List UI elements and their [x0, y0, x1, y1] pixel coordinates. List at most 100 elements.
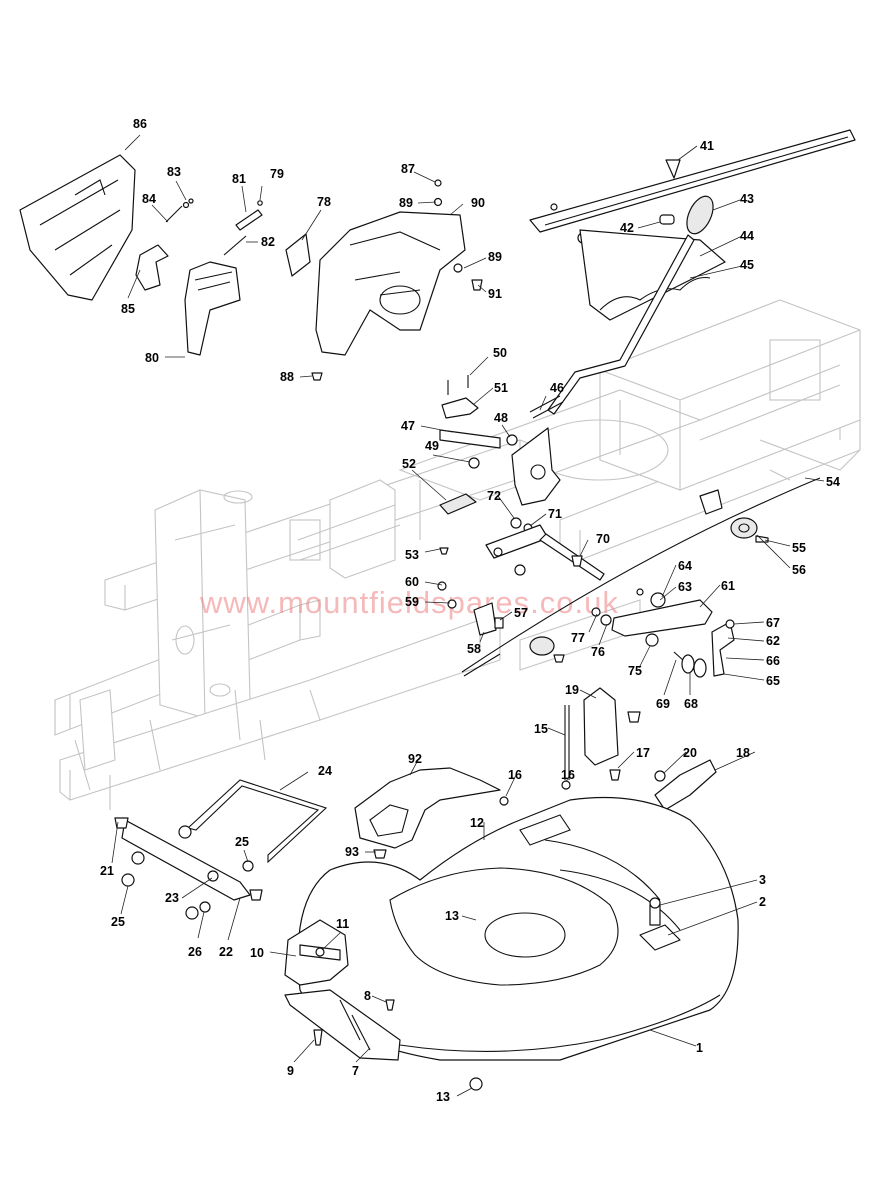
- part-19-bracket: [583, 687, 619, 766]
- callout-50: 50: [493, 346, 507, 360]
- callout-91: 91: [488, 287, 502, 301]
- callout-15: 15: [534, 722, 548, 736]
- part-pivot-bracket: [511, 427, 561, 506]
- callout-3: 3: [759, 873, 766, 887]
- callout-60: 60: [405, 575, 419, 589]
- callout-18: 18: [736, 746, 750, 760]
- callout-26: 26: [188, 945, 202, 959]
- part-24-u-rod: [186, 779, 328, 864]
- callout-83: 83: [167, 165, 181, 179]
- callout-57: 57: [514, 606, 528, 620]
- part-43-lever-knob: [686, 195, 714, 235]
- callout-72: 72: [487, 489, 501, 503]
- callout-82: 82: [261, 235, 275, 249]
- callout-labels: 86 83 84 81 79 82 85 80 78 87 89 90 89 9…: [100, 117, 840, 1104]
- callout-51: 51: [494, 381, 508, 395]
- callout-43: 43: [740, 192, 754, 206]
- watermark: www.mountfieldspares.co.uk: [199, 585, 619, 620]
- callout-22: 22: [219, 945, 233, 959]
- callout-90: 90: [471, 196, 485, 210]
- callout-13b: 13: [436, 1090, 450, 1104]
- callout-1: 1: [696, 1041, 703, 1055]
- part-78-plate: [285, 233, 311, 277]
- callout-70: 70: [596, 532, 610, 546]
- part-90-deflector: [315, 211, 466, 356]
- callout-12: 12: [470, 816, 484, 830]
- callout-48: 48: [494, 411, 508, 425]
- callout-89b: 89: [488, 250, 502, 264]
- callout-44: 44: [740, 229, 754, 243]
- callout-67: 67: [766, 616, 780, 630]
- callout-59: 59: [405, 595, 419, 609]
- callout-68: 68: [684, 697, 698, 711]
- part-92-deflector: [354, 767, 501, 849]
- callout-16a: 16: [508, 768, 522, 782]
- callout-62: 62: [766, 634, 780, 648]
- part-22-plate: [121, 819, 251, 901]
- callout-88: 88: [280, 370, 294, 384]
- callout-2: 2: [759, 895, 766, 909]
- callout-61: 61: [721, 579, 735, 593]
- callout-17: 17: [636, 746, 650, 760]
- callout-86: 86: [133, 117, 147, 131]
- part-56-pulley: [730, 517, 758, 539]
- callout-76: 76: [591, 645, 605, 659]
- callout-63: 63: [678, 580, 692, 594]
- callout-85: 85: [121, 302, 135, 316]
- part-44-gate-plate: [579, 229, 726, 321]
- callout-45: 45: [740, 258, 754, 272]
- callout-54: 54: [826, 475, 840, 489]
- callout-19: 19: [565, 683, 579, 697]
- callout-25a: 25: [235, 835, 249, 849]
- callout-58: 58: [467, 642, 481, 656]
- part-61-arm: [611, 599, 713, 637]
- callout-9: 9: [287, 1064, 294, 1078]
- part-85-bracket: [135, 244, 169, 291]
- callout-75: 75: [628, 664, 642, 678]
- leader-lines: [111, 134, 825, 1097]
- part-54-cable: [461, 477, 821, 673]
- part-18-bracket: [654, 759, 717, 811]
- callout-16b: 16: [561, 768, 575, 782]
- callout-11: 11: [336, 917, 349, 931]
- callout-77: 77: [571, 631, 585, 645]
- callout-20: 20: [683, 746, 697, 760]
- callout-49: 49: [425, 439, 439, 453]
- callout-52: 52: [402, 457, 416, 471]
- part-7-bracket: [284, 989, 401, 1061]
- callout-42: 42: [620, 221, 634, 235]
- callout-24: 24: [318, 764, 332, 778]
- callout-66: 66: [766, 654, 780, 668]
- part-80-flap: [184, 261, 241, 356]
- callout-69: 69: [656, 697, 670, 711]
- callout-78: 78: [317, 195, 331, 209]
- callout-64: 64: [678, 559, 692, 573]
- callout-65: 65: [766, 674, 780, 688]
- part-1-cutting-deck: [297, 796, 739, 1061]
- callout-81: 81: [232, 172, 246, 186]
- callout-53: 53: [405, 548, 419, 562]
- callout-71: 71: [548, 507, 562, 521]
- callout-21: 21: [100, 864, 114, 878]
- chassis-frame: [54, 299, 861, 810]
- callout-46: 46: [550, 381, 564, 395]
- callout-47: 47: [401, 419, 415, 433]
- callout-79: 79: [270, 167, 284, 181]
- callout-80: 80: [145, 351, 159, 365]
- callout-56: 56: [792, 563, 806, 577]
- callout-55: 55: [792, 541, 806, 555]
- callout-87: 87: [401, 162, 415, 176]
- callout-89a: 89: [399, 196, 413, 210]
- callout-84: 84: [142, 192, 156, 206]
- callout-23: 23: [165, 891, 179, 905]
- callout-93: 93: [345, 845, 359, 859]
- part-86-rear-cover: [19, 154, 136, 301]
- callout-10: 10: [250, 946, 264, 960]
- callout-8: 8: [364, 989, 371, 1003]
- part-rail: [529, 129, 856, 233]
- parts: [19, 129, 856, 1091]
- callout-92: 92: [408, 752, 422, 766]
- callout-25b: 25: [111, 915, 125, 929]
- callout-7: 7: [352, 1064, 359, 1078]
